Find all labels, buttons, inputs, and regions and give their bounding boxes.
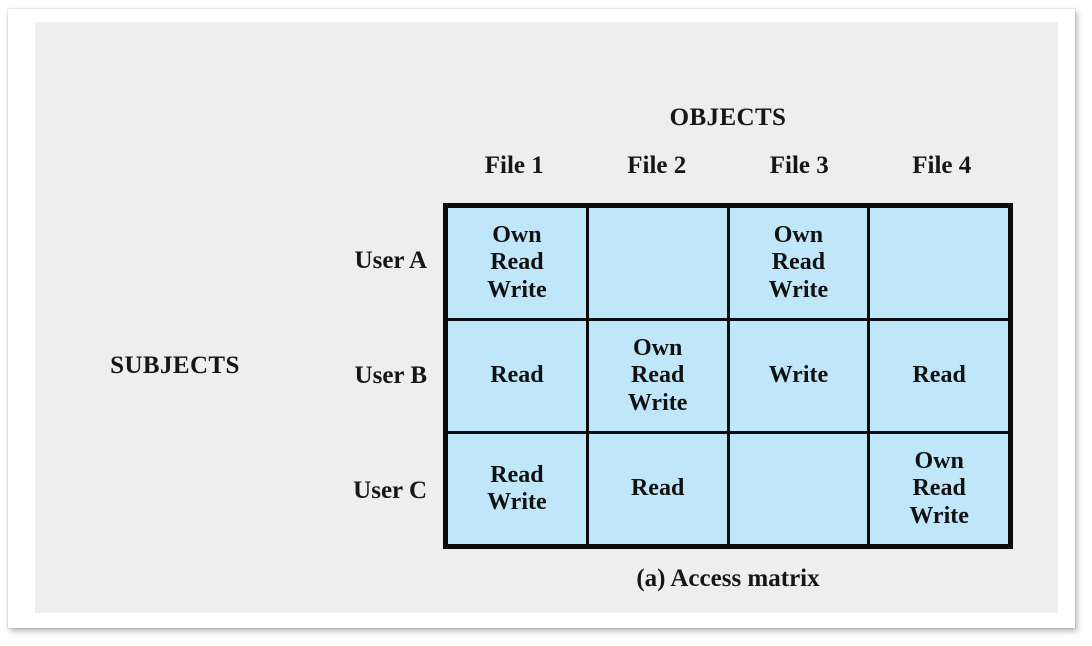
permission-own: Own [492,221,542,248]
matrix-cell-r3-c2: Read [588,434,727,544]
permission-own: Own [914,447,964,474]
column-header-file-3: File 3 [769,152,829,179]
permission-own: Own [632,334,683,361]
permission-own: Own [773,221,824,248]
matrix-cell-r3-c3 [729,434,868,544]
row-label-user-b: User B [354,361,427,389]
matrix-cell-r2-c3: Write [729,321,868,431]
permission-write: Write [487,489,547,515]
subjects-axis-title: SUBJECTS [110,352,240,379]
permission-read: Read [630,362,685,389]
permission-read: Read [912,362,966,389]
permission-write: Write [768,362,829,389]
objects-axis-title: OBJECTS [669,104,787,131]
column-header-file-4: File 4 [912,152,972,179]
row-label-user-a: User A [354,246,427,274]
permission-read: Read [490,461,544,488]
permission-read: Read [771,249,826,276]
matrix-cell-r2-c4: Read [870,321,1008,431]
matrix-cell-r1-c2 [588,208,727,318]
permission-write: Write [768,276,829,303]
permission-read: Read [490,362,544,389]
permission-write: Write [487,276,547,303]
figure-caption: (a) Access matrix [636,565,820,592]
row-label-column: User A User B User C [275,203,427,549]
column-header-file-1: File 1 [484,152,544,179]
permission-read: Read [490,249,544,276]
column-header-file-2: File 2 [627,152,687,179]
permission-write: Write [909,502,969,529]
matrix-cell-r2-c1: Read [448,321,586,431]
row-label-user-c: User C [353,477,427,505]
matrix-cell-r1-c4 [870,208,1008,318]
permission-read: Read [912,475,966,502]
permission-read: Read [630,475,685,502]
column-header-row: File 1 File 2 File 3 File 4 [443,152,1013,180]
permission-write: Write [627,389,688,416]
